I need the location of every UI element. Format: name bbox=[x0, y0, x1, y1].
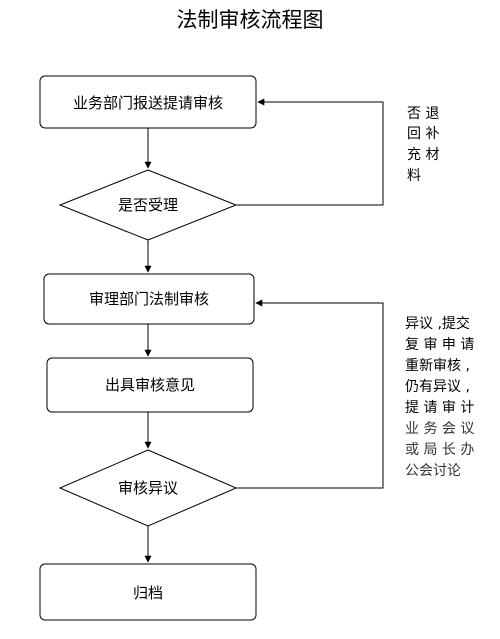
objection-loop-line bbox=[236, 299, 384, 489]
objection-note-line-4: 仍有异议 , bbox=[405, 379, 470, 395]
issue-opinion-box bbox=[46, 357, 254, 413]
page-title: 法制审核流程图 bbox=[177, 8, 324, 32]
issue-opinion-label: 出具审核意见 bbox=[105, 376, 195, 394]
objection-note-line-2: 复 审 申 请 bbox=[405, 336, 474, 353]
legal-review-box bbox=[43, 273, 255, 325]
objection-decision-label: 审核异议 bbox=[118, 479, 178, 497]
accept-decision-label: 是否受理 bbox=[118, 196, 178, 214]
submit-request-label: 业务部门报送提请审核 bbox=[73, 94, 223, 112]
objection-note-line-7: 或 局 长 办 bbox=[405, 442, 474, 458]
objection-note-line-3: 重新审核 , bbox=[405, 358, 470, 374]
objection-note-line-5: 提 请 审 计 bbox=[405, 400, 474, 416]
return-loop-line bbox=[236, 98, 384, 206]
return-note-line-3: 充 材 bbox=[407, 147, 439, 163]
objection-note-line-6: 业 务 会 议 bbox=[405, 421, 474, 437]
archive-label: 归档 bbox=[133, 584, 163, 602]
return-note-line-1: 否 退 bbox=[407, 106, 439, 122]
return-note-line-2: 回 补 bbox=[407, 126, 439, 142]
objection-note-line-8: 公会讨论 bbox=[405, 463, 461, 479]
legal-review-label: 审理部门法制审核 bbox=[89, 290, 209, 308]
objection-note-line-1: 异议 ,提交 bbox=[405, 315, 470, 332]
archive-box bbox=[39, 563, 257, 621]
return-note-line-4: 料 bbox=[407, 168, 421, 184]
